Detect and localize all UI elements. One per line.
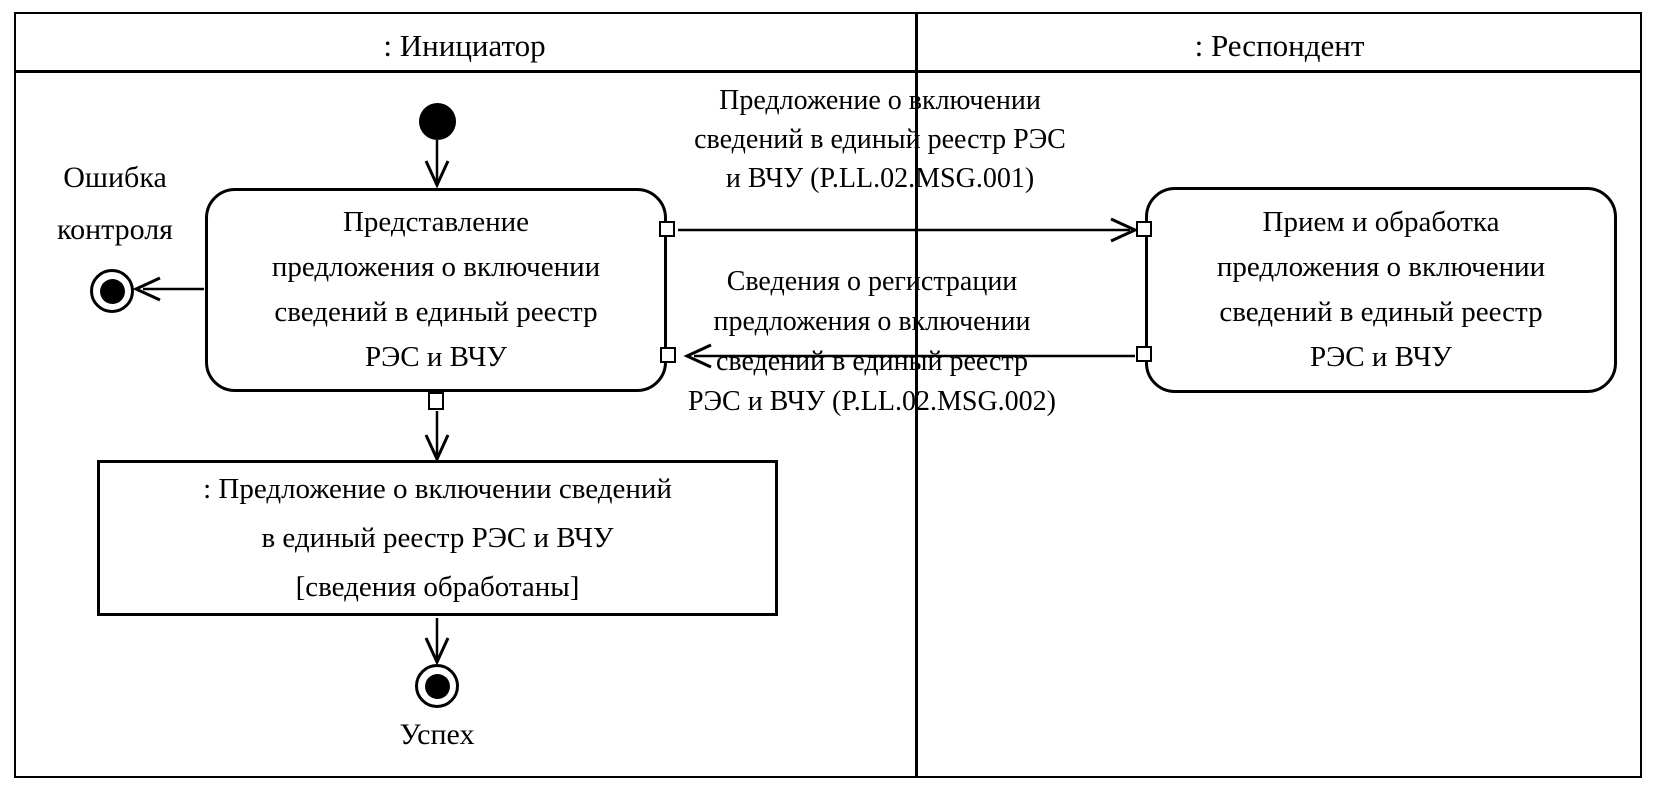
final-state-success-core xyxy=(424,673,450,699)
object-text-line: : Предложение о включении сведений xyxy=(203,472,672,505)
swimlane-title-initiator: : Инициатор xyxy=(383,28,546,63)
initial-state-node xyxy=(419,103,456,140)
action-text-line: РЭС и ВЧУ xyxy=(365,341,507,373)
final-state-success-label: Успех xyxy=(399,718,475,751)
action-receive-process-proposal: Прием и обработка предложения о включени… xyxy=(1145,187,1617,393)
diagram-frame xyxy=(14,12,1642,778)
message-text-line: РЭС и ВЧУ (P.LL.02.MSG.002) xyxy=(687,386,1057,417)
swimlane-header-underline xyxy=(14,70,1642,73)
final-state-error xyxy=(90,269,134,313)
error-label-line: контроля xyxy=(57,213,173,246)
pin-msg2-target xyxy=(660,347,676,363)
swimlane-divider xyxy=(915,12,918,778)
object-text-line: в единый реестр РЭС и ВЧУ xyxy=(261,521,614,554)
object-text-line: [сведения обработаны] xyxy=(295,570,580,603)
action-text-line: РЭС и ВЧУ xyxy=(1310,341,1452,373)
message-label-to-initiator: Сведения о регистрации предложения о вкл… xyxy=(612,262,1132,422)
action-text-line: Представление xyxy=(342,206,530,238)
action-submit-proposal: Представление предложения о включении св… xyxy=(205,188,667,392)
message-text-line: сведений в единый реестр РЭС xyxy=(694,124,1066,155)
final-state-error-core xyxy=(99,278,125,304)
action-text-line: предложения о включении xyxy=(1216,251,1546,283)
final-state-error-label: Ошибка контроля xyxy=(25,152,205,256)
message-text-line: Предложение о включении xyxy=(719,85,1041,116)
pin-msg2-source xyxy=(1136,346,1152,362)
final-state-success xyxy=(415,664,459,708)
object-node-proposal-processed: : Предложение о включении сведений в еди… xyxy=(97,460,778,616)
swimlane-title-respondent: : Респондент xyxy=(1194,28,1365,63)
message-text-line: предложения о включении xyxy=(713,306,1031,337)
message-label-to-respondent: Предложение о включении сведений в едины… xyxy=(622,81,1138,198)
message-text-line: Сведения о регистрации xyxy=(726,266,1018,297)
pin-msg1-source xyxy=(659,221,675,237)
message-text-line: сведений в единый реестр xyxy=(715,346,1029,377)
action-text-line: сведений в единый реестр xyxy=(1219,296,1543,328)
message-text-line: и ВЧУ (P.LL.02.MSG.001) xyxy=(725,163,1035,194)
action-text-line: сведений в единый реестр xyxy=(274,296,598,328)
error-label-line: Ошибка xyxy=(63,161,167,194)
pin-msg1-target xyxy=(1136,221,1152,237)
pin-object-flow-source xyxy=(428,392,444,410)
action-text-line: Прием и обработка xyxy=(1262,206,1500,238)
action-text-line: предложения о включении xyxy=(271,251,601,283)
